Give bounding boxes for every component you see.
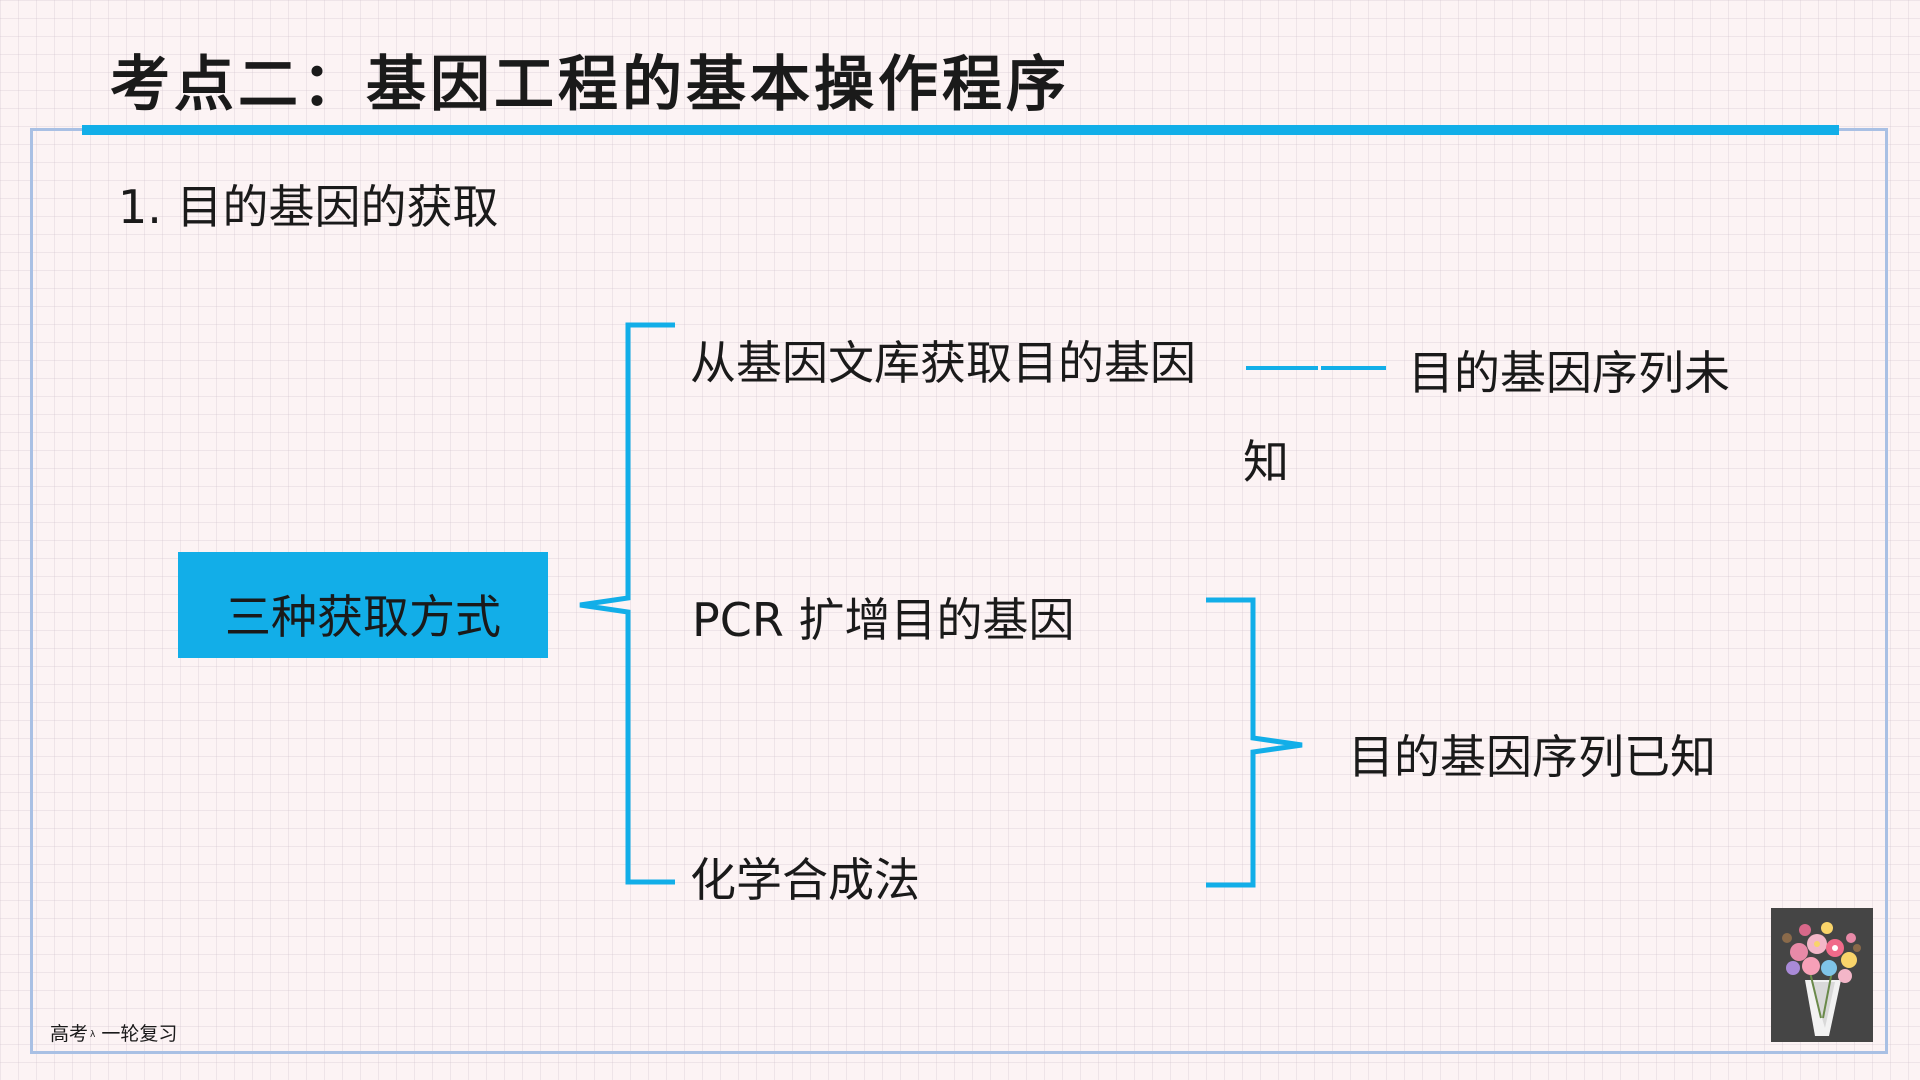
method-pcr: PCR 扩增目的基因 <box>692 593 1075 647</box>
footer-left: 高考 <box>50 1023 89 1045</box>
sequence-unknown-text-wrap: 知 <box>1243 435 1289 489</box>
root-node-box: 三种获取方式 <box>178 552 548 658</box>
bouquet-icon <box>1782 922 1861 1036</box>
title-underline-bar <box>82 125 1839 135</box>
flower-bouquet-image <box>1771 908 1873 1042</box>
slide-title: 考点二：基因工程的基本操作程序 <box>110 50 1070 120</box>
sequence-unknown-text: 目的基因序列未 <box>1408 346 1730 400</box>
footer-mark: λ <box>90 1029 96 1040</box>
root-node-label: 三种获取方式 <box>225 590 501 644</box>
sequence-known-text: 目的基因序列已知 <box>1348 730 1716 784</box>
method-gene-library: 从基因文库获取目的基因 <box>690 336 1196 390</box>
footer-right: 一轮复习 <box>101 1023 178 1045</box>
method-chemical-synthesis: 化学合成法 <box>690 853 920 907</box>
section-heading: 1. 目的基因的获取 <box>118 180 499 234</box>
